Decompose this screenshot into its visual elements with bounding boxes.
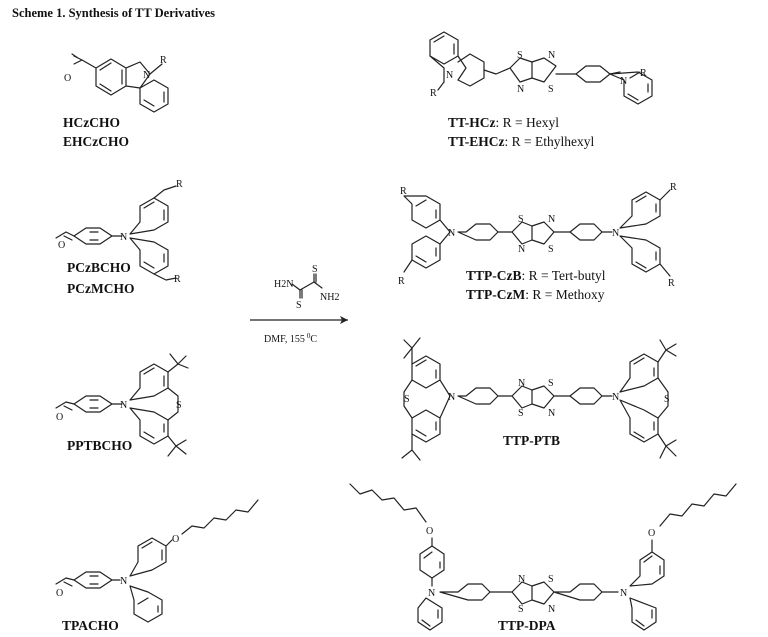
carbazole-n-right: N xyxy=(620,76,627,87)
aldehyde-oxygen-atom: O xyxy=(64,73,71,84)
dpa-n-left: N xyxy=(428,588,435,599)
reagent-nh2-label: NH2 xyxy=(320,292,339,303)
scheme-caption: Scheme 1. Synthesis of TT Derivatives xyxy=(12,6,215,20)
label-pczmcho: PCzMCHO xyxy=(67,281,134,296)
tt3-s2: S xyxy=(548,378,554,389)
ttp-czm-name: TTP-CzM xyxy=(466,287,525,302)
thiazole-s-1: S xyxy=(517,50,523,61)
r-br-label: R xyxy=(668,278,675,289)
dithiooxamide-reagent: H2N S S NH2 xyxy=(274,264,339,311)
dpa-o-left: O xyxy=(426,526,433,537)
tt3-n1: N xyxy=(518,378,525,389)
dpa-o-right: O xyxy=(648,528,655,539)
r-tl-label: R xyxy=(400,186,407,197)
ttp-ptb-structure: S N N S S N N S xyxy=(401,337,677,461)
r-upper-label: R xyxy=(176,179,183,190)
ttp-dpa-name: TTP-DPA xyxy=(498,618,556,633)
reaction-arrow-head xyxy=(340,316,348,324)
label-hczcho: HCzCHO xyxy=(63,115,120,130)
label-tpacho: TPACHO xyxy=(62,618,119,633)
r-right-label: R xyxy=(640,68,647,79)
carbazole-n-left: N xyxy=(446,70,453,81)
aldehyde-oxygen-atom-4: O xyxy=(56,588,63,599)
tt3-n2: N xyxy=(548,408,555,419)
ptb-n-right: N xyxy=(612,392,619,403)
carbazole-nitrogen-atom: N xyxy=(143,70,150,81)
phenothiazine-aldehyde-structure: O N S xyxy=(55,353,189,457)
aldehyde-oxygen-atom-3: O xyxy=(56,412,63,423)
reagent-h2n-label: H2N xyxy=(274,279,293,290)
ttp-czb-r: : R = Tert-butyl xyxy=(522,268,606,283)
conditions-degree: 0 xyxy=(307,332,311,340)
carbazole-n-r2: N xyxy=(612,228,619,239)
tt3-s1: S xyxy=(518,408,524,419)
tt4-s2: S xyxy=(548,574,554,585)
tt-hcz-name: TT-HCz xyxy=(448,115,496,130)
triphenylamine-aldehyde-structure: O N O xyxy=(55,499,259,623)
thiazole-n-1: N xyxy=(517,84,524,95)
tt-ehcz-r: : R = Ethylhexyl xyxy=(505,134,595,149)
product-ttp-czb-label: TTP-CzB: R = Tert-butyl xyxy=(466,268,606,283)
carbazole-aldehyde-structure: O N R xyxy=(64,53,169,113)
tt-ehcz-name: TT-EHCz xyxy=(448,134,505,149)
r-tr-label: R xyxy=(670,182,677,193)
phenothiazine-sulfur-atom: S xyxy=(176,400,182,411)
reagent-sulfur-top: S xyxy=(312,264,318,275)
r-bl-label: R xyxy=(398,276,405,287)
product-tt-ehcz-label: TT-EHCz: R = Ethylhexyl xyxy=(448,134,594,149)
product-ttp-ptb-label: TTP-PTB xyxy=(503,433,560,448)
tt2-n1: N xyxy=(518,244,525,255)
ttp-czm-r: : R = Methoxy xyxy=(525,287,604,302)
thiazole-s-2: S xyxy=(548,84,554,95)
tt4-s1: S xyxy=(518,604,524,615)
label-pptbcho: PPTBCHO xyxy=(67,438,132,453)
tt-hcz-r: : R = Hexyl xyxy=(496,115,560,130)
phenyl-carbazole-aldehyde-structure: O N R R xyxy=(55,179,183,285)
amine-nitrogen-atom: N xyxy=(120,576,127,587)
product-ttp-dpa-label: TTP-DPA xyxy=(498,618,556,633)
ttp-ptb-name: TTP-PTB xyxy=(503,433,560,448)
reagent-sulfur-bottom: S xyxy=(296,300,302,311)
ptb-s-left: S xyxy=(404,394,410,405)
phenothiazine-nitrogen-atom: N xyxy=(120,400,127,411)
carbazole-n-l2: N xyxy=(448,228,455,239)
dpa-n-right: N xyxy=(620,588,627,599)
product-tt-hcz-label: TT-HCz: R = Hexyl xyxy=(448,115,559,130)
tt4-n1: N xyxy=(518,574,525,585)
r-lower-label: R xyxy=(174,274,181,285)
ether-oxygen-atom: O xyxy=(172,534,179,545)
tt4-n2: N xyxy=(548,604,555,615)
product-ttp-czm-label: TTP-CzM: R = Methoxy xyxy=(466,287,605,302)
label-pczbcho: PCzBCHO xyxy=(67,260,131,275)
r-substituent-label: R xyxy=(160,55,167,66)
tt2-s2: S xyxy=(548,244,554,255)
aldehyde-oxygen-atom-2: O xyxy=(58,240,65,251)
tt-hcz-structure: N R S N N S N R xyxy=(429,31,653,105)
r-left-label: R xyxy=(430,88,437,99)
ptb-n-left: N xyxy=(448,392,455,403)
ttp-dpa-structure: O N N S S N N O xyxy=(349,483,737,631)
ttp-czb-structure: R R N S N N S N R R xyxy=(398,182,677,289)
ptb-s-right: S xyxy=(664,394,670,405)
carbazole-nitrogen-atom-2: N xyxy=(120,232,127,243)
conditions-prefix: DMF, 155 xyxy=(264,334,305,345)
ttp-czb-name: TTP-CzB xyxy=(466,268,522,283)
tt2-s1: S xyxy=(518,214,524,225)
tt2-n2: N xyxy=(548,214,555,225)
thiazole-n-2: N xyxy=(548,50,555,61)
label-ehczcho: EHCzCHO xyxy=(63,134,129,149)
conditions-unit: C xyxy=(310,334,317,345)
